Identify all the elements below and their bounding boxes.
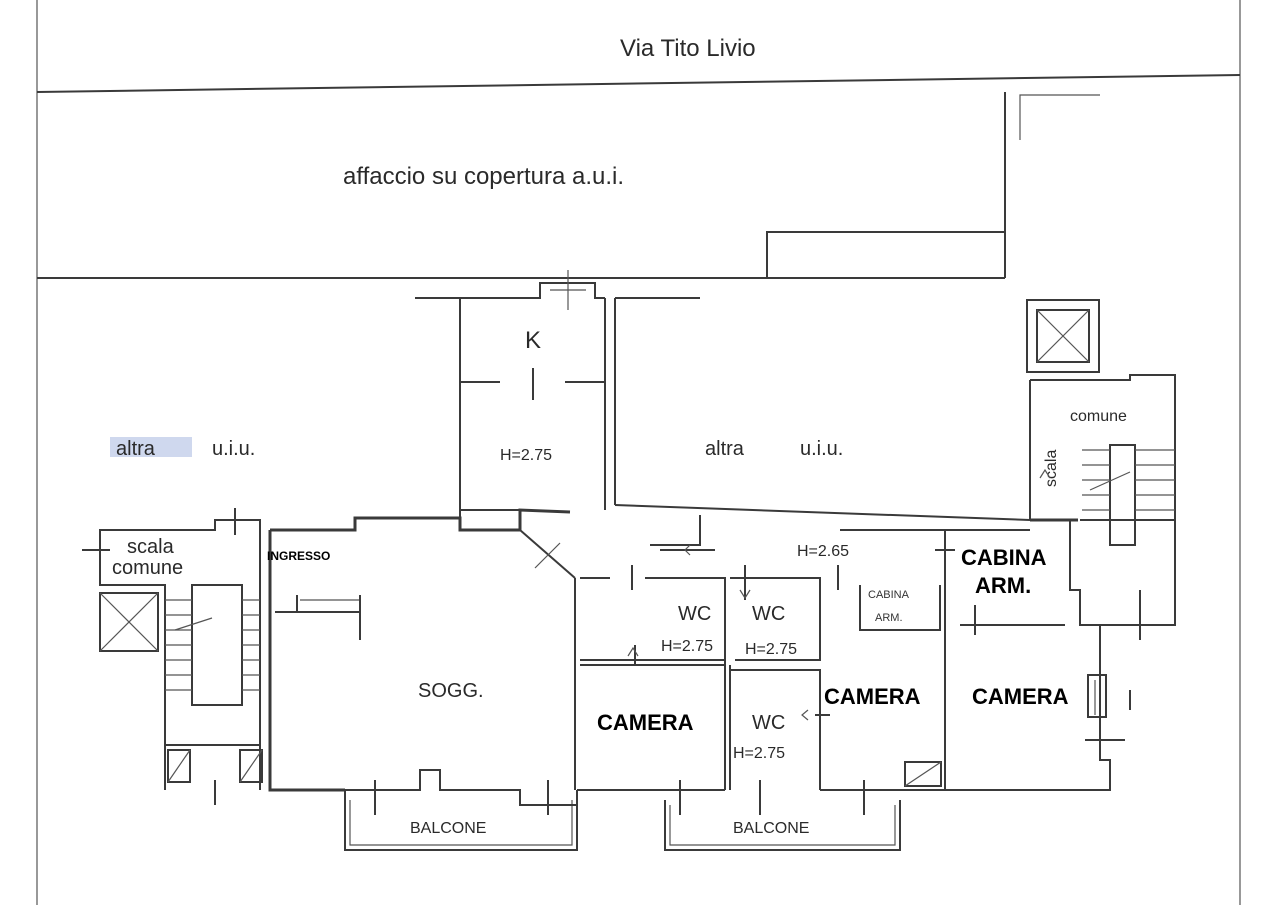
balcony-left bbox=[344, 769, 578, 851]
stairs-right-comune: comune bbox=[1070, 408, 1127, 425]
stairs-left bbox=[82, 508, 263, 790]
kitchen-height: H=2.75 bbox=[500, 447, 552, 464]
entrance-label: INGRESSO bbox=[267, 549, 330, 563]
stairs-left-label-1: scala bbox=[127, 536, 175, 558]
stairs-right-scala: scala bbox=[1043, 450, 1060, 487]
wc3-height: H=2.75 bbox=[733, 745, 785, 762]
kitchen-label: K bbox=[525, 327, 541, 354]
center-unit-walls bbox=[614, 297, 1031, 521]
stairs-left-label-2: comune bbox=[112, 557, 183, 579]
center-unit-label-1: altra bbox=[705, 438, 745, 460]
center-unit-label-2: u.i.u. bbox=[800, 438, 843, 460]
living-room-label: SOGG. bbox=[418, 680, 484, 702]
camera3-label: CAMERA bbox=[972, 684, 1069, 709]
wc2-label: WC bbox=[752, 603, 785, 625]
wc3-label: WC bbox=[752, 712, 785, 734]
left-unit-label-2: u.i.u. bbox=[212, 438, 255, 460]
cabina-big-line2: ARM. bbox=[975, 573, 1031, 598]
wc1-label: WC bbox=[678, 603, 711, 625]
balcony-right-label: BALCONE bbox=[733, 820, 809, 837]
camera1-label: CAMERA bbox=[597, 710, 694, 735]
rooftop-label: affaccio su copertura a.u.i. bbox=[343, 163, 624, 190]
text-highlight bbox=[110, 437, 192, 457]
camera2-label: CAMERA bbox=[824, 684, 921, 709]
cabina-small-line2: ARM. bbox=[875, 612, 903, 624]
balcony-left-label: BALCONE bbox=[410, 820, 486, 837]
stairs-right bbox=[1026, 299, 1176, 640]
hall-height: H=2.65 bbox=[797, 543, 849, 560]
street-name: Via Tito Livio bbox=[620, 35, 756, 62]
left-unit-label-1: altra bbox=[116, 438, 156, 460]
balcony-right bbox=[577, 789, 901, 851]
door-marks bbox=[214, 549, 1131, 815]
wc1-height: H=2.75 bbox=[661, 638, 713, 655]
frame-lines bbox=[36, 0, 1241, 905]
left-unit-walls bbox=[415, 270, 606, 510]
cabina-small-line1: CABINA bbox=[868, 589, 910, 601]
direction-arrows bbox=[627, 468, 1051, 721]
cabina-big-line1: CABINA bbox=[961, 545, 1047, 570]
rooftop-area bbox=[37, 92, 1100, 279]
apartment-walls bbox=[268, 508, 1111, 792]
wc2-height: H=2.75 bbox=[745, 641, 797, 658]
